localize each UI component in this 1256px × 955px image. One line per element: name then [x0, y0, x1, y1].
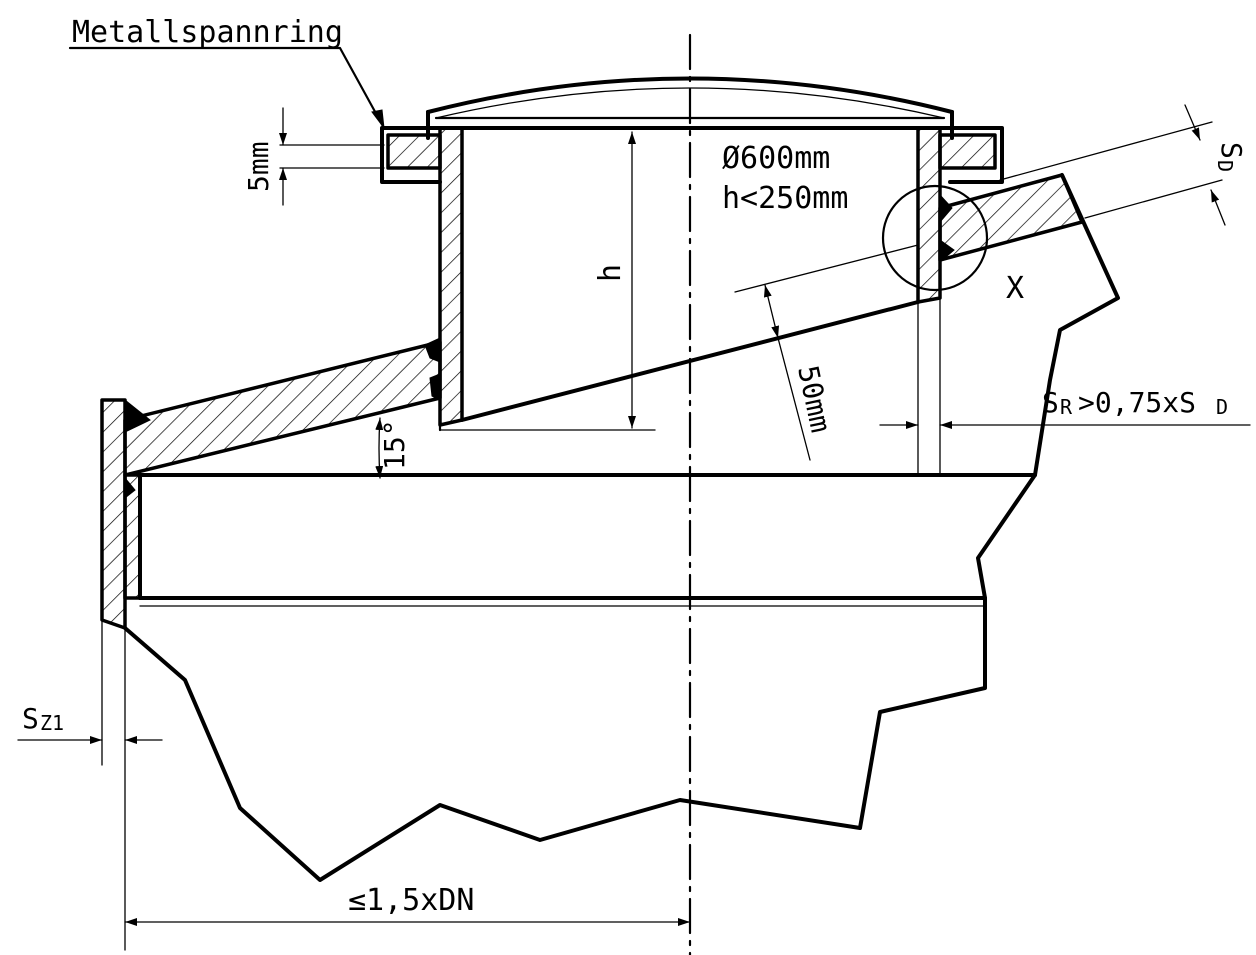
dim-angle	[375, 417, 384, 479]
label-sr: S R >0,75xS D	[1042, 386, 1228, 419]
label-width-limit: ≤1,5xDN	[348, 883, 474, 918]
label-h: h	[593, 264, 628, 282]
nozzle	[438, 126, 942, 432]
dim-50mm	[734, 244, 919, 461]
left-flange	[100, 398, 151, 630]
dim-sz1	[17, 619, 163, 951]
cover	[426, 76, 954, 140]
svg-text:D: D	[1213, 160, 1237, 172]
label-50mm: 50mm	[791, 363, 837, 436]
right-cone-plate	[938, 173, 1084, 264]
label-height-limit: h<250mm	[722, 181, 848, 216]
clamp-ring-left	[380, 126, 442, 184]
label-angle: 15°	[378, 419, 411, 470]
dim-sd	[999, 104, 1226, 226]
svg-text:S: S	[22, 702, 39, 735]
clamp-ring-leader	[68, 46, 386, 130]
svg-text:Z1: Z1	[40, 711, 64, 735]
dim-sr	[879, 297, 1251, 476]
label-diameter: Ø600mm	[722, 141, 830, 176]
label-sz1: S Z1	[22, 702, 64, 735]
svg-text:S: S	[1042, 386, 1059, 419]
svg-text:>0,75xS: >0,75xS	[1078, 386, 1196, 419]
label-detail-x: X	[1006, 271, 1024, 306]
label-sd: S D	[1213, 142, 1248, 172]
svg-text:R: R	[1060, 395, 1073, 419]
label-clamp-ring: Metallspannring	[72, 15, 343, 50]
dim-5mm	[279, 107, 385, 206]
svg-text:D: D	[1216, 395, 1228, 419]
svg-text:S: S	[1215, 142, 1248, 159]
detail-circle	[881, 184, 989, 292]
clamp-ring-right	[938, 126, 1004, 184]
label-5mm: 5mm	[242, 141, 275, 192]
